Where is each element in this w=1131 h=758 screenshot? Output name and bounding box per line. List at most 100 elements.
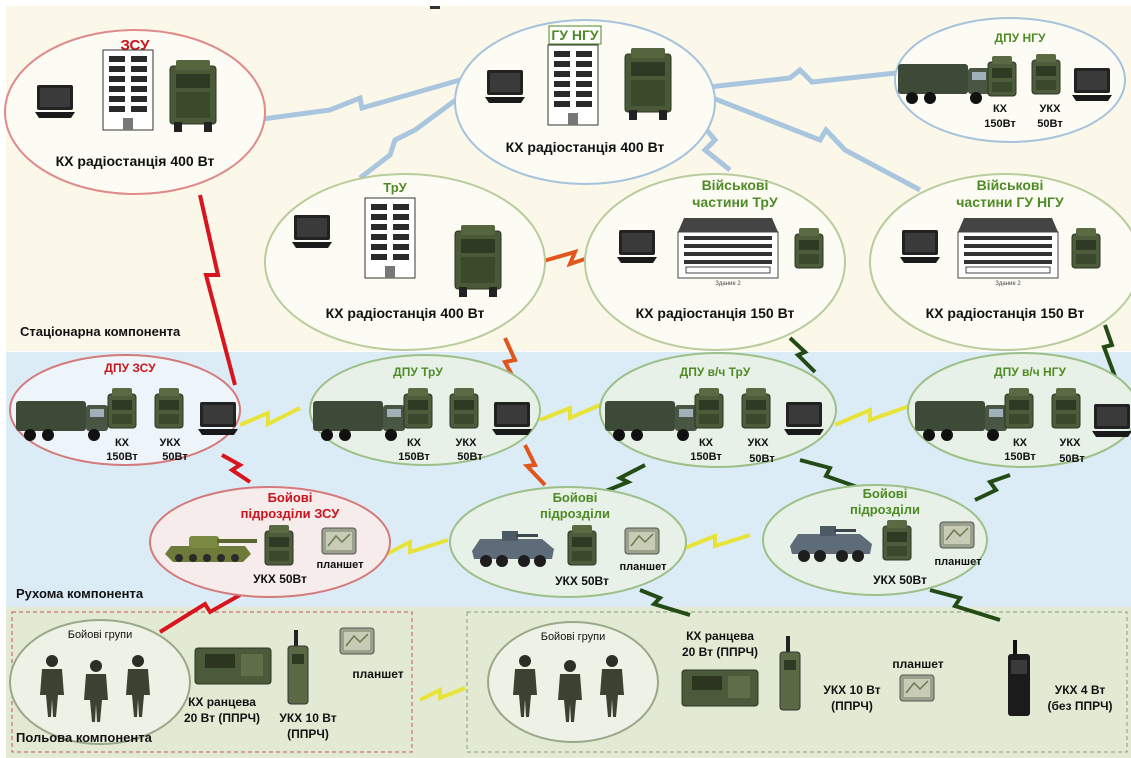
bp-zsu-title1: Бойові	[268, 490, 313, 505]
field-left-kx1: КХ ранцева	[188, 695, 256, 709]
dpu-vch-tru-group: ДПУ в/ч ТрУ КХ 150Вт УКХ 50Вт	[605, 365, 824, 465]
field-left-group: Бойові групи КХ ранцева 20 Вт (ППРЧ) УКХ…	[40, 627, 404, 741]
stationary-zone-label: Стаціонарна компонента	[20, 324, 181, 339]
vch-tru-radio-label: КХ радіостанція 150 Вт	[636, 305, 795, 321]
ukx-label: УКХ 50Вт	[253, 572, 307, 586]
bp-mid-title1: Бойові	[553, 490, 598, 505]
ukx-radio-icon	[264, 524, 294, 566]
backpack-radio-icon	[194, 647, 272, 685]
link-bp-zsu-bp-mid	[384, 538, 449, 557]
building-caption: Здание 2	[715, 281, 741, 287]
tablet-label: планшет	[317, 559, 365, 571]
kx-radio-icon	[1004, 387, 1034, 429]
radio-station-icon	[794, 227, 824, 269]
link-dpu-vch-bp-mid	[595, 463, 646, 497]
kx-power: 150Вт	[690, 451, 722, 463]
link-field-left-right	[419, 686, 466, 702]
link-dpu-zsu-bp-zsu	[221, 453, 252, 484]
kx-radio-icon	[107, 387, 137, 429]
vch-ngu-title1: Військові	[977, 177, 1044, 193]
kx-power: 150Вт	[398, 451, 430, 463]
radio-station-icon	[1071, 227, 1101, 269]
link-dpu-vch-dpu-ngu	[834, 403, 913, 427]
field-right-box	[466, 611, 1128, 753]
bp-mid-title2: підрозділи	[540, 506, 610, 521]
vch-tru-group: Військові частини ТрУ Здание 2 КХ радіос…	[617, 177, 824, 321]
kx-power: 150Вт	[106, 451, 138, 463]
link-tru-gu-ngu	[358, 85, 474, 180]
link-dpu-vch-bp-right	[799, 458, 861, 490]
ukx-radio-icon	[567, 524, 597, 566]
link-gu-ngu-dpu-ngu	[699, 66, 906, 91]
link-gu-ngu-vch-ngu	[704, 92, 922, 193]
radio-station-icon	[624, 47, 672, 121]
kx-label: КХ	[115, 437, 130, 449]
ukx-power: 50Вт	[1059, 453, 1085, 465]
link-dpu-ngu-bp-right	[974, 473, 1011, 502]
dpu-zsu-title: ДПУ ЗСУ	[104, 361, 156, 375]
ukx-radio-icon	[1031, 53, 1061, 95]
building-icon	[547, 44, 599, 126]
vch-ngu-radio-label: КХ радіостанція 150 Вт	[926, 305, 1085, 321]
gu-ngu-title: ГУ НГУ	[551, 27, 599, 43]
field-right-kx1: КХ ранцева	[686, 629, 754, 643]
tablet-icon	[939, 521, 975, 549]
laptop-icon	[617, 230, 657, 263]
field-right-kx2: 20 Вт (ППРЧ)	[682, 645, 758, 659]
building-icon	[957, 217, 1059, 279]
building-caption: Здание 2	[995, 281, 1021, 287]
bp-zsu-title2: підрозділи ЗСУ	[241, 506, 341, 521]
vch-tru-title2: частини ТрУ	[692, 194, 778, 210]
tablet-icon	[899, 674, 935, 702]
gu-ngu-group: ГУ НГУ КХ радіостанція 400 Вт	[485, 25, 672, 155]
bp-mid-group: Бойові підрозділи УКХ 50Вт планшет	[472, 490, 667, 588]
field-right-ukx4-2: (без ППРЧ)	[1047, 699, 1112, 713]
vch-ngu-group: Військові частини ГУ НГУ Здание 2 КХ рад…	[900, 177, 1101, 321]
ukx-power: 50Вт	[457, 451, 483, 463]
tru-title: ТрУ	[383, 180, 407, 195]
dpu-ngu-title: ДПУ НГУ	[995, 31, 1046, 45]
dpu-ngu-ukx-power: 50Вт	[1037, 118, 1063, 130]
ukx-power: 50Вт	[749, 453, 775, 465]
ukx-radio-icon	[449, 387, 479, 429]
building-icon	[102, 49, 154, 131]
link-bp-mid-field	[639, 588, 691, 617]
laptop-icon	[900, 230, 940, 263]
laptop-icon	[292, 215, 332, 248]
tablet-icon	[624, 527, 660, 555]
link-zsu-dpu-zsu	[198, 194, 237, 386]
kx-power: 150Вт	[1004, 451, 1036, 463]
building-icon	[364, 197, 416, 279]
bp-zsu-group: Бойові підрозділи ЗСУ УКХ 50Вт планшет	[165, 490, 364, 586]
link-bp-mid-bp-right	[684, 533, 751, 550]
gu-ngu-radio-label: КХ радіостанція 400 Вт	[506, 139, 665, 155]
field-right-ukx10-2: (ППРЧ)	[831, 699, 873, 713]
tru-group: ТрУ КХ радіостанція 400 Вт	[292, 180, 502, 321]
kx-label: КХ	[699, 437, 714, 449]
dpu-ngu-ukx-label: УКХ	[1040, 103, 1062, 115]
laptop-icon	[1072, 68, 1112, 101]
field-left-ukx1: УКХ 10 Вт	[279, 711, 336, 725]
ukx-label: УКХ	[160, 437, 182, 449]
laptop-icon	[485, 70, 525, 103]
ukx-label: УКХ	[748, 437, 770, 449]
laptop-icon	[1092, 404, 1131, 437]
field-right-group: Бойові групи КХ ранцева 20 Вт (ППРЧ) УКХ…	[513, 629, 1113, 722]
radio-station-icon	[454, 224, 502, 298]
laptop-icon	[784, 402, 824, 435]
field-left-ukx2: (ППРЧ)	[287, 727, 329, 741]
link-bp-zsu-field	[158, 593, 241, 634]
ukx-label: УКХ 50Вт	[873, 573, 927, 587]
bp-right-title2: підрозділи	[850, 502, 920, 517]
link-dpu-tru-dpu-vch	[539, 403, 601, 422]
mobile-zone-label: Рухома компонента	[16, 586, 144, 601]
ukx-radio-icon	[1051, 387, 1081, 429]
laptop-icon	[35, 85, 75, 118]
laptop-icon	[198, 402, 238, 435]
field-right-group-title: Бойові групи	[541, 631, 606, 643]
field-left-kx2: 20 Вт (ППРЧ)	[184, 711, 260, 725]
ukx-label: УКХ	[1060, 437, 1082, 449]
tablet-icon	[321, 527, 357, 555]
